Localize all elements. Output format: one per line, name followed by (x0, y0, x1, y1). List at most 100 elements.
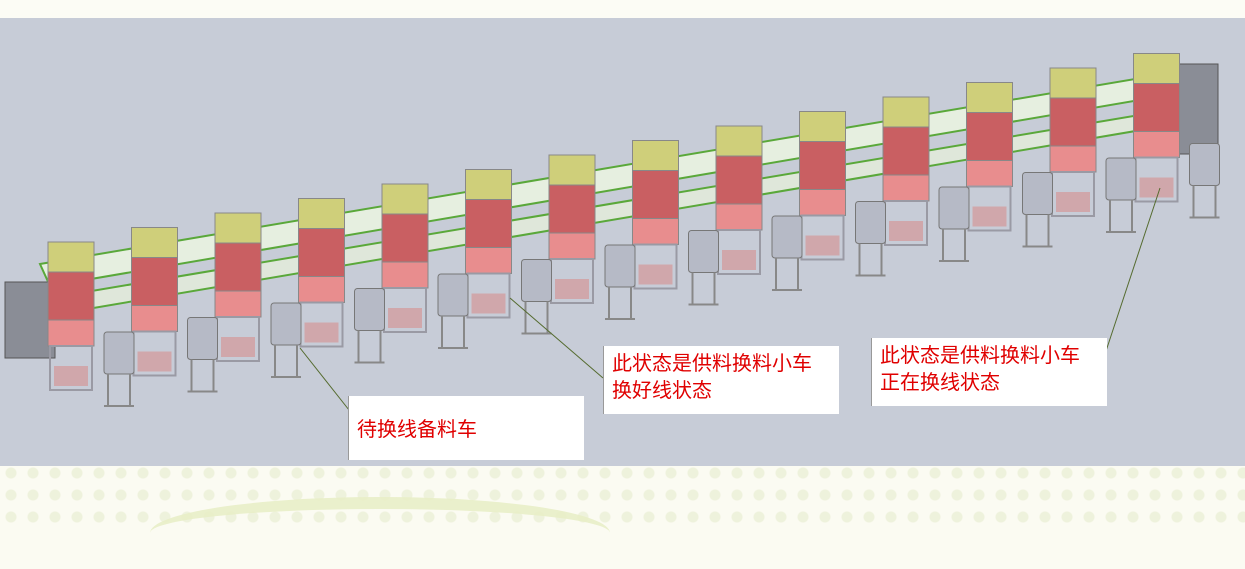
cart-body (855, 201, 886, 244)
machine-base (388, 308, 422, 328)
machine-base (137, 351, 172, 372)
machine-base (471, 293, 506, 314)
machine-pink-panel (465, 247, 512, 274)
machine-pink-panel (1049, 145, 1097, 173)
cart-body (1189, 143, 1220, 186)
machine-top-panel (298, 198, 345, 229)
machine-pink-panel (548, 232, 596, 260)
machine-station (47, 241, 95, 391)
feeder-cart (103, 331, 135, 407)
cart-body (1022, 172, 1053, 215)
cart-body (604, 244, 636, 288)
feeder-cart (855, 201, 886, 277)
machine-station (548, 154, 596, 304)
cart-body (103, 331, 135, 375)
machine-top-panel (47, 241, 95, 273)
machine-station (131, 227, 178, 377)
machine-frame (49, 345, 93, 391)
machine-top-panel (465, 169, 512, 200)
feeder-cart (771, 215, 803, 291)
cart-body (354, 288, 385, 331)
cart-body (688, 230, 719, 273)
machine-stations (4, 53, 1219, 391)
machine-pink-panel (799, 189, 846, 216)
machine-pink-panel (214, 290, 262, 318)
machine-pink-panel (1133, 131, 1180, 158)
leader-line-swapped-state (509, 297, 604, 379)
machine-top-panel (715, 125, 763, 157)
feeder-cart (1022, 172, 1053, 248)
machine-red-panel (214, 242, 262, 292)
machine-station (465, 169, 512, 319)
feeder-cart (938, 186, 970, 262)
feeder-cart (604, 244, 636, 320)
machine-station (799, 111, 846, 261)
cart-body (270, 302, 302, 346)
cart-body (938, 186, 970, 230)
machine-station (1133, 53, 1180, 203)
callout-swapped-state: 此状态是供料换料小车换好线状态 (603, 346, 839, 414)
machine-station (214, 212, 262, 362)
machine-red-panel (381, 213, 429, 263)
machine-red-panel (465, 199, 512, 248)
decorative-swoosh (150, 497, 610, 569)
machine-station (715, 125, 763, 275)
machine-base (805, 235, 840, 256)
feeder-cart (521, 259, 552, 335)
callout-leader-lines (299, 187, 1161, 411)
callout-swapping-state-text: 此状态是供料换料小车正在换线状态 (880, 343, 1080, 394)
machine-red-panel (715, 155, 763, 205)
machine-top-panel (632, 140, 679, 171)
right-end-unit (1177, 63, 1219, 155)
machine-base (221, 337, 255, 357)
cart-body (521, 259, 552, 302)
machine-red-panel (548, 184, 596, 234)
machine-top-panel (882, 96, 930, 128)
machine-station (381, 183, 429, 333)
feeder-cart (270, 302, 302, 378)
machine-red-panel (882, 126, 930, 176)
machine-pink-panel (966, 160, 1013, 187)
machine-top-panel (1049, 67, 1097, 99)
machine-station (882, 96, 930, 246)
cart-body (1105, 157, 1137, 201)
machine-base (889, 221, 923, 241)
leader-line-spare-cart (299, 347, 350, 411)
callout-spare-cart-text: 待换线备料车 (357, 417, 477, 441)
production-line-drawing (4, 53, 1220, 411)
machine-base (1056, 192, 1090, 212)
machine-base (1139, 177, 1174, 198)
machine-base (638, 264, 673, 285)
machine-pink-panel (882, 174, 930, 202)
feeder-cart (187, 317, 218, 393)
feeder-cart (1105, 157, 1137, 233)
machine-red-panel (47, 271, 95, 321)
machine-top-panel (214, 212, 262, 244)
machine-pink-panel (131, 305, 178, 332)
machine-top-panel (799, 111, 846, 142)
machine-base (304, 322, 339, 343)
feeder-cart (688, 230, 719, 306)
production-line-render (0, 18, 1245, 466)
machine-pink-panel (715, 203, 763, 231)
feeder-carts (103, 143, 1220, 407)
machine-station (1049, 67, 1097, 217)
cart-body (437, 273, 469, 317)
machine-base (555, 279, 589, 299)
machine-red-panel (799, 141, 846, 190)
top-band (0, 0, 1245, 18)
machine-top-panel (548, 154, 596, 186)
machine-top-panel (966, 82, 1013, 113)
feeder-cart (354, 288, 385, 364)
machine-base (722, 250, 756, 270)
machine-red-panel (131, 257, 178, 306)
machine-red-panel (966, 112, 1013, 161)
machine-pink-panel (381, 261, 429, 289)
callout-spare-cart: 待换线备料车 (348, 396, 584, 460)
machine-top-panel (381, 183, 429, 215)
callout-swapping-state: 此状态是供料换料小车正在换线状态 (871, 338, 1107, 406)
feeder-cart (437, 273, 469, 349)
machine-red-panel (1133, 83, 1180, 132)
machine-base (54, 366, 88, 386)
machine-red-panel (632, 170, 679, 219)
